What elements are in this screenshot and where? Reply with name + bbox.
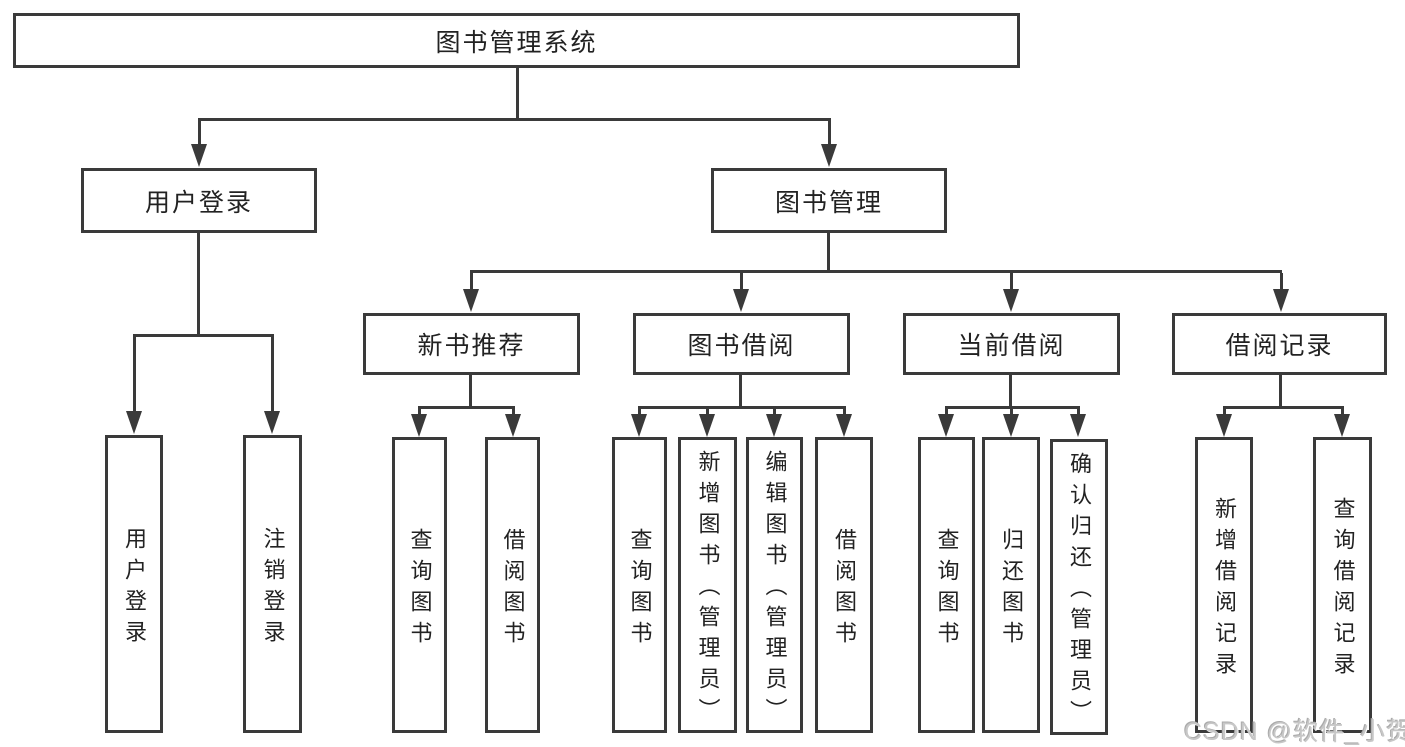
node-user-login: 用户登录 [81, 168, 317, 233]
arrow-down-icon [766, 409, 782, 437]
node-label: 用户登录 [144, 188, 253, 217]
leaf-logout: 注销登录 [243, 435, 302, 733]
node-label: 确认归还（管理员） [1067, 452, 1092, 731]
node-label: 归还图书 [999, 527, 1024, 652]
arrow-down-icon [411, 409, 427, 437]
node-label: 新增图书（管理员） [695, 450, 721, 729]
arrow-down-icon [463, 273, 479, 312]
node-label: 查询图书 [407, 527, 433, 652]
leaf-nb-borrow-books: 借阅图书 [485, 437, 540, 733]
leaf-br-query-record: 查询借阅记录 [1313, 437, 1372, 733]
node-label: 借阅图书 [832, 527, 857, 652]
arrow-down-icon [1216, 409, 1232, 437]
arrow-down-icon [264, 337, 280, 434]
node-label: 当前借阅 [957, 332, 1066, 360]
leaf-bb-borrow-books: 借阅图书 [815, 437, 873, 733]
connector-line [133, 334, 274, 337]
node-book-borrowing: 图书借阅 [633, 313, 850, 375]
node-book-management: 图书管理 [711, 168, 947, 233]
connector-line [470, 270, 1282, 273]
arrow-down-icon [1273, 273, 1289, 312]
arrow-down-icon [1070, 409, 1086, 437]
node-label: 图书管理系统 [435, 28, 598, 57]
connector-line [945, 406, 1080, 409]
node-label: 查询图书 [934, 527, 960, 652]
node-label: 编辑图书（管理员） [762, 450, 788, 729]
arrow-down-icon [821, 120, 837, 167]
node-label: 查询图书 [627, 527, 653, 652]
arrow-down-icon [733, 273, 749, 312]
node-new-book-recommend: 新书推荐 [363, 313, 580, 375]
connector-line [638, 406, 846, 409]
arrow-down-icon [1334, 409, 1350, 437]
node-label: 查询借阅记录 [1330, 496, 1356, 683]
connector-line [469, 375, 472, 409]
arrow-down-icon [836, 409, 852, 437]
leaf-bb-query-books: 查询图书 [612, 437, 667, 733]
leaf-bb-add-books-admin: 新增图书（管理员） [678, 437, 737, 733]
arrow-down-icon [1003, 273, 1019, 312]
node-label: 借阅记录 [1225, 332, 1334, 360]
node-label: 借阅图书 [500, 527, 526, 652]
arrow-down-icon [1003, 409, 1019, 437]
connector-line [516, 68, 519, 121]
connector-line [1279, 375, 1282, 409]
connector-line [198, 118, 831, 121]
leaf-br-add-record: 新增借阅记录 [1195, 437, 1253, 733]
leaf-cb-query-books: 查询图书 [918, 437, 975, 733]
leaf-cb-confirm-return-admin: 确认归还（管理员） [1050, 439, 1108, 735]
arrow-down-icon [505, 409, 521, 437]
connector-line [197, 233, 200, 337]
node-label: 新书推荐 [417, 332, 526, 360]
node-label: 新增借阅记录 [1212, 496, 1237, 683]
arrow-down-icon [938, 409, 954, 437]
node-borrowing-records: 借阅记录 [1172, 313, 1387, 375]
node-root-system: 图书管理系统 [13, 13, 1020, 68]
connector-line [827, 233, 830, 273]
connector-line [1223, 406, 1344, 409]
arrow-down-icon [631, 409, 647, 437]
connector-line [1009, 375, 1012, 409]
node-label: 用户登录 [122, 526, 147, 651]
arrow-down-icon [699, 409, 715, 437]
leaf-cb-return-books: 归还图书 [982, 437, 1040, 733]
node-current-borrowing: 当前借阅 [903, 313, 1120, 375]
connector-line [418, 406, 515, 409]
arrow-down-icon [126, 337, 142, 434]
node-label: 图书管理 [774, 188, 883, 217]
leaf-bb-edit-books-admin: 编辑图书（管理员） [746, 437, 803, 733]
node-label: 图书借阅 [687, 332, 796, 360]
node-label: 注销登录 [260, 526, 286, 651]
leaf-nb-query-books: 查询图书 [392, 437, 447, 733]
connector-line [739, 375, 742, 409]
leaf-user-login: 用户登录 [105, 435, 163, 733]
arrow-down-icon [191, 120, 207, 167]
